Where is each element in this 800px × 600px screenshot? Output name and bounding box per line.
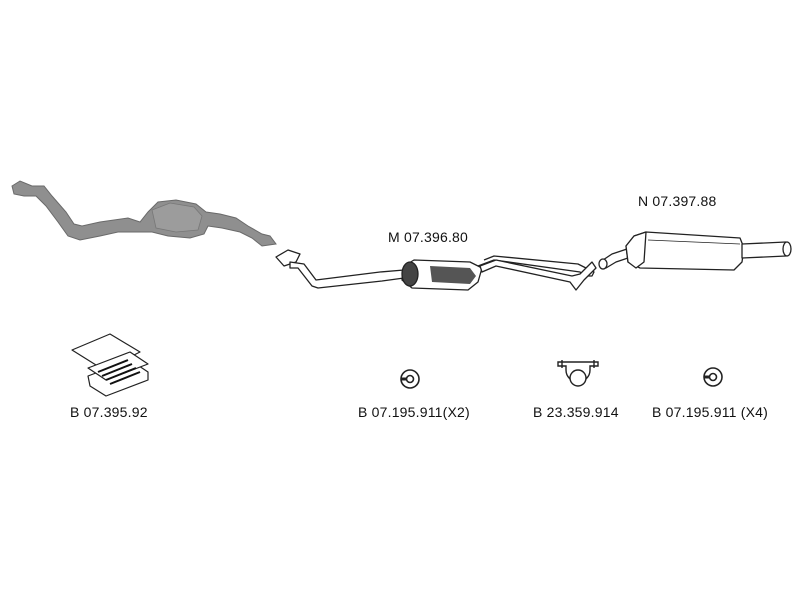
rear-tailpipe-end <box>782 241 792 257</box>
kit-box-bolts <box>97 359 141 385</box>
outlet-pipe <box>477 255 595 277</box>
middle-silencer-code: M 07.396.80 <box>388 229 469 245</box>
rear-inlet-end <box>598 258 608 270</box>
kit-box-lid <box>71 333 141 371</box>
middle-silencer-shading <box>430 266 476 284</box>
hanger-a-inner-ring <box>405 374 415 384</box>
mounting-kit-icon <box>71 333 149 397</box>
rear-silencer-assembly <box>598 231 792 271</box>
rear-silencer-endcap <box>625 231 647 269</box>
clamp-ring <box>569 369 587 387</box>
mounting-kit-code: B 07.395.92 <box>70 404 148 420</box>
catalyst-shading <box>151 202 203 233</box>
outlet-pipe-bend <box>479 259 597 291</box>
hanger-b-inner-ring <box>708 372 718 382</box>
inlet-pipe <box>289 261 405 289</box>
rubber-hanger-icon-a <box>400 369 420 389</box>
rubber-hanger-b-code: B 07.195.911 (X4) <box>652 404 768 420</box>
rubber-hanger-a-code: B 07.195.911(X2) <box>358 404 470 420</box>
front-pipe-catalyst-section <box>11 180 277 247</box>
rear-silencer-seam <box>647 239 741 245</box>
middle-silencer-front-cap <box>401 261 419 287</box>
pipe-clamp-icon <box>557 360 599 387</box>
pipe-clamp-code: B 23.359.914 <box>533 404 619 420</box>
front-pipe-shape <box>11 180 277 247</box>
middle-silencer-assembly <box>275 249 597 291</box>
kit-box-top <box>87 351 149 381</box>
rear-silencer-code: N 07.397.88 <box>638 193 717 209</box>
rubber-hanger-icon-b <box>703 367 723 387</box>
